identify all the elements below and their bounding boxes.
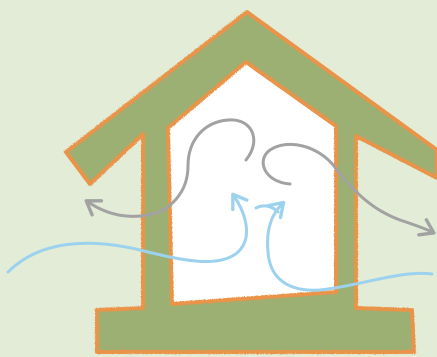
house-airflow-diagram <box>0 0 437 357</box>
house-airflow-icon <box>0 0 437 357</box>
